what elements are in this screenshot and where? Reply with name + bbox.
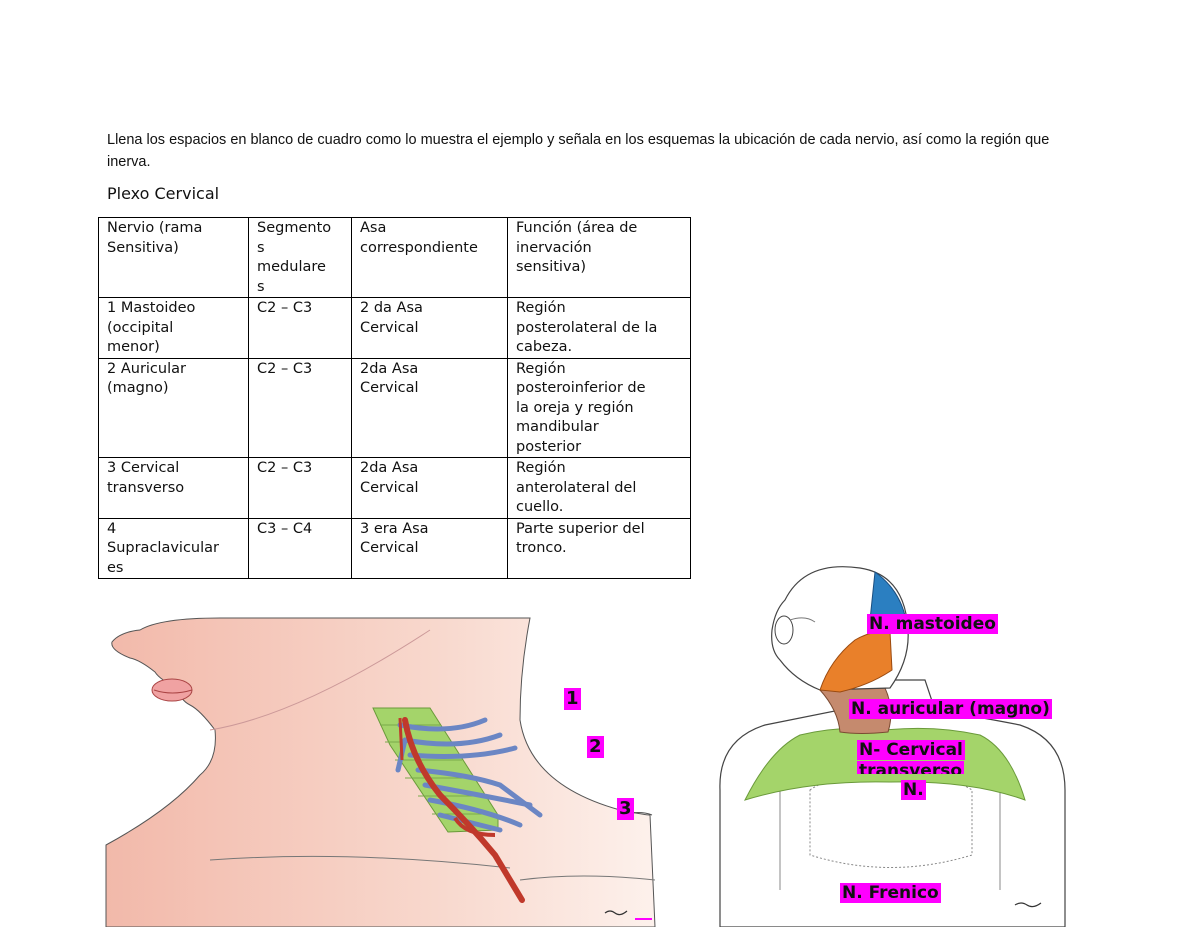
instructions: Llena los espacios en blanco de cuadro c… (107, 129, 1097, 173)
neck-lateral-illustration (105, 617, 656, 927)
label-n-cervical-line-1: N- Cervical (857, 740, 965, 760)
cell-line: 2da Asa (360, 360, 419, 377)
cell-line: 3 Cervical (107, 460, 180, 476)
table-cell: 2 Auricular (magno) (98, 357, 249, 458)
cell-line: C3 – C4 (257, 520, 313, 537)
header-cell: Asa correspondiente (351, 217, 508, 298)
cell-line: posterior (516, 438, 582, 455)
cell-line: Función (área de (516, 220, 638, 236)
table-cell: C2 – C3 (248, 357, 352, 458)
cell-line: medulare (257, 259, 326, 275)
lips (151, 678, 193, 702)
cell-line: Segmento (257, 220, 332, 236)
cell-line: C2 – C3 (257, 300, 313, 316)
cell-line: 1 Mastoideo (107, 300, 196, 316)
table-cell: 4 Supraclavicular es (98, 517, 249, 579)
marker-2: 2 (587, 736, 604, 758)
header-cell: Función (área de inervación sensitiva) (507, 217, 691, 298)
cell-line: transverso (107, 479, 185, 496)
label-n-mastoideo: N. mastoideo (867, 614, 998, 634)
table-cell: 3 Cervical transverso (98, 457, 249, 519)
cell-line: (magno) (107, 380, 169, 396)
cell-line: posterolateral de la (516, 319, 658, 336)
label-n-auricular: N. auricular (magno) (849, 699, 1052, 719)
cell-line: Cervical (360, 380, 419, 396)
cell-line: C2 – C3 (257, 360, 313, 377)
cell-line: s (257, 239, 265, 256)
cell-line: Cervical (360, 479, 419, 496)
table-row: 1 Mastoideo (occipital menor) C2 – C3 2 … (98, 297, 691, 359)
cell-line: Región (516, 300, 566, 316)
cell-line: cuello. (516, 499, 564, 515)
cervical-plexus-table: Nervio (rama Sensitiva) Segmento s medul… (98, 217, 691, 579)
instructions-line-2: inerva. (107, 154, 151, 170)
nerve-branches (395, 717, 543, 833)
marker-1: 1 (564, 688, 581, 710)
cell-line: Nervio (rama (107, 220, 203, 236)
table-row: 4 Supraclavicular es C3 – C4 3 era Asa C… (98, 517, 691, 579)
table-cell: Región posterolateral de la cabeza. (507, 297, 691, 359)
cell-line: Supraclavicular (107, 540, 219, 556)
section-title: Plexo Cervical (107, 184, 220, 203)
marker-3: 3 (617, 798, 634, 820)
table-cell: C2 – C3 (248, 457, 352, 519)
cell-line: es (107, 559, 124, 576)
table-cell: Región anterolateral del cuello. (507, 457, 691, 519)
cell-line: 2da Asa (360, 460, 419, 476)
artery (402, 717, 525, 903)
cell-line: Región (516, 460, 566, 476)
face-neck-silhouette (105, 617, 656, 927)
cell-line: inervación (516, 239, 592, 256)
cell-line: mandibular (516, 419, 599, 435)
cell-line: anterolateral del (516, 479, 637, 496)
table-cell: Región posteroinferior de la oreja y reg… (507, 357, 691, 458)
cell-line: Cervical (360, 540, 419, 556)
cell-line: cabeza. (516, 339, 573, 355)
cell-line: Cervical (360, 319, 419, 336)
header-cell: Nervio (rama Sensitiva) (98, 217, 249, 298)
cell-line: Sensitiva) (107, 239, 179, 256)
cell-line: 3 era Asa (360, 520, 429, 537)
label-n: N. (901, 780, 926, 800)
table-cell: C2 – C3 (248, 297, 352, 359)
table-cell: C3 – C4 (248, 517, 352, 579)
table-cell: 2da Asa Cervical (351, 357, 508, 458)
cell-line: Asa (360, 220, 387, 236)
cell-line: (occipital (107, 319, 174, 336)
cell-line: C2 – C3 (257, 460, 313, 476)
cell-line: menor) (107, 339, 160, 355)
table-row: 2 Auricular (magno) C2 – C3 2da Asa Cerv… (98, 357, 691, 458)
cell-line: correspondiente (360, 239, 478, 256)
table-cell: 1 Mastoideo (occipital menor) (98, 297, 249, 359)
table-cell: Parte superior del tronco. (507, 517, 691, 579)
cell-line: posteroinferior de (516, 380, 646, 396)
header-cell: Segmento s medulare s (248, 217, 352, 298)
cell-line: s (257, 278, 265, 295)
ear (774, 615, 794, 645)
label-n-cervical-line-2: transverso (857, 761, 964, 774)
instructions-line-1: Llena los espacios en blanco de cuadro c… (107, 132, 1050, 148)
cell-line: sensitiva) (516, 259, 587, 275)
table-cell: 3 era Asa Cervical (351, 517, 508, 579)
cell-line: 2 Auricular (107, 360, 186, 377)
table-header-row: Nervio (rama Sensitiva) Segmento s medul… (98, 217, 691, 298)
cell-line: 4 (107, 520, 117, 537)
cell-line: Parte superior del (516, 520, 645, 537)
cell-line: tronco. (516, 540, 567, 556)
table-cell: 2 da Asa Cervical (351, 297, 508, 359)
cell-line: la oreja y región (516, 399, 634, 416)
label-n-frenico: N. Frenico (840, 883, 941, 903)
cell-line: 2 da Asa (360, 300, 423, 316)
table-row: 3 Cervical transverso C2 – C3 2da Asa Ce… (98, 457, 691, 519)
table-cell: 2da Asa Cervical (351, 457, 508, 519)
cell-line: Región (516, 360, 566, 377)
